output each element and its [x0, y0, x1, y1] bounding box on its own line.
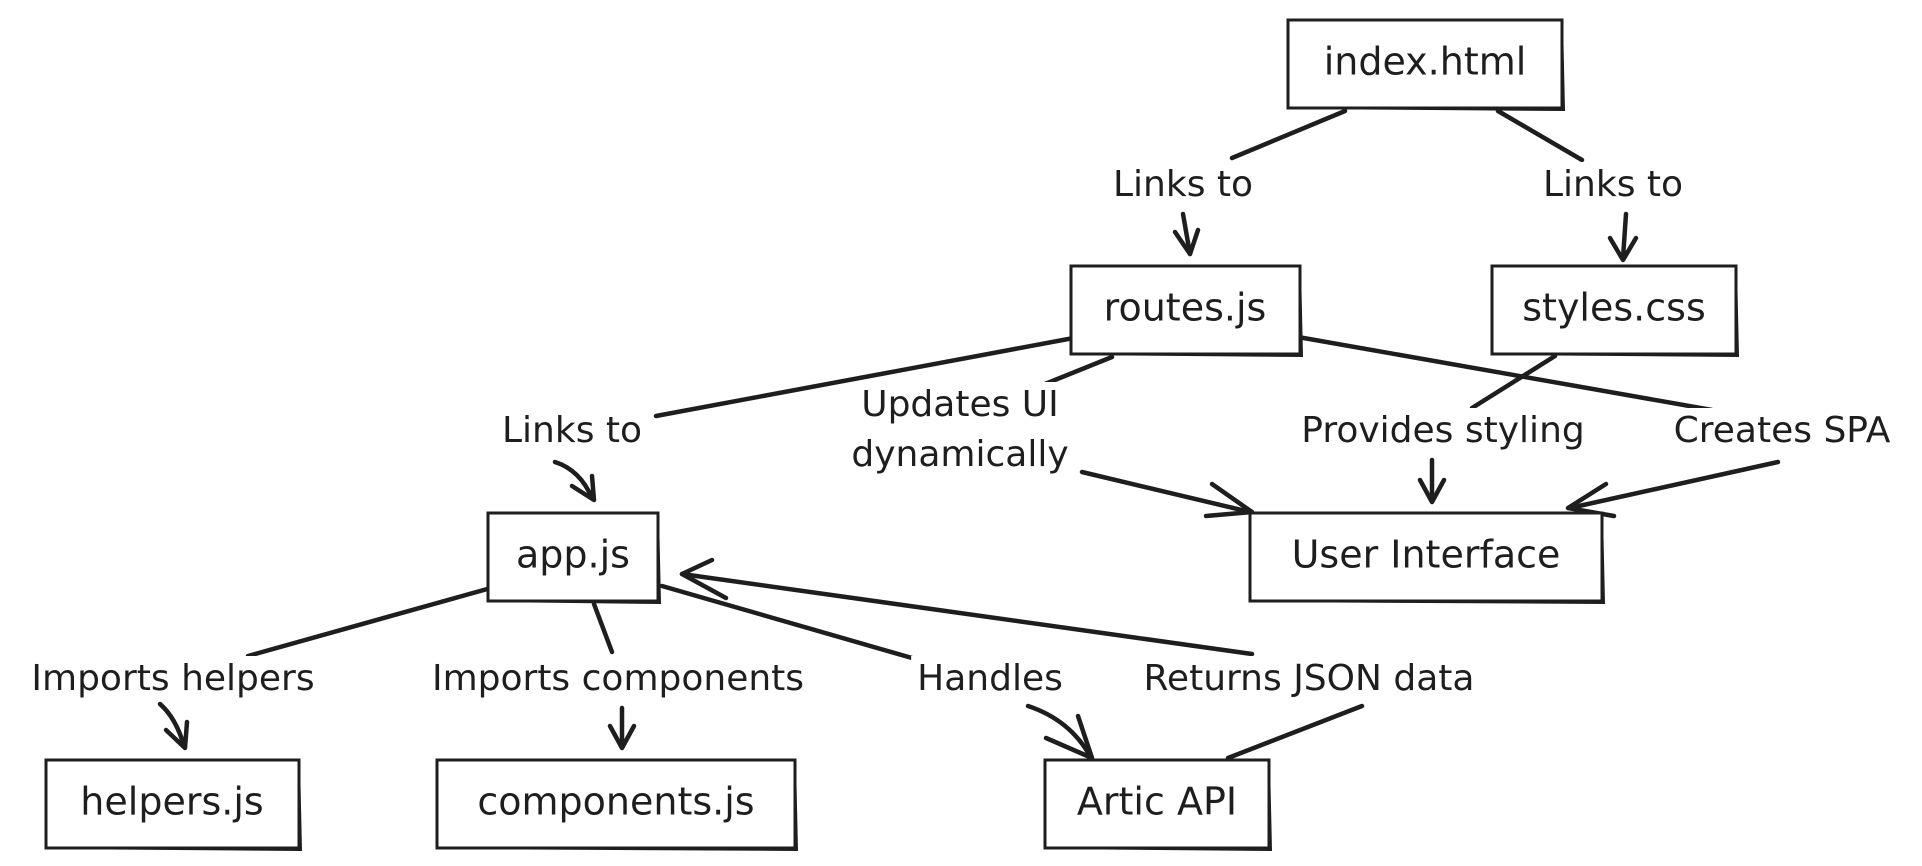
edge-label-background — [845, 432, 1075, 477]
node-components-js-label: components.js — [477, 780, 754, 824]
node-styles-css: styles.css — [1490, 264, 1740, 358]
edge-routes-updates-ui — [1042, 354, 1255, 519]
edge-label-background — [1295, 408, 1591, 453]
label-imports-components: Imports components — [432, 658, 804, 699]
edge-label-background — [1536, 162, 1690, 207]
node-helpers-js: helpers.js — [44, 758, 303, 852]
edge-label-background — [855, 382, 1065, 427]
node-user-interface-label: User Interface — [1292, 533, 1561, 577]
edge-routes-to-app — [552, 331, 1098, 503]
label-index-to-styles: Links to — [1543, 164, 1683, 205]
edge-styles-provides-styling — [1417, 353, 1558, 505]
edge-index-to-styles — [1495, 108, 1639, 263]
edge-label-background — [25, 656, 321, 701]
edge-label-background — [1667, 408, 1897, 453]
node-artic-api-label: Artic API — [1077, 780, 1237, 824]
node-helpers-js-label: helpers.js — [80, 780, 263, 824]
label-updates-ui-line1: Updates UI — [861, 384, 1059, 425]
node-app-js: app.js — [486, 511, 662, 605]
edge-label-background — [1106, 162, 1260, 207]
node-routes-js-label: routes.js — [1104, 286, 1267, 330]
label-routes-to-app: Links to — [502, 410, 642, 451]
edge-label-background — [911, 656, 1069, 701]
edge-app-handles-api — [659, 583, 1095, 761]
edge-app-to-components — [591, 601, 637, 751]
label-returns-json: Returns JSON data — [1144, 658, 1475, 699]
edge-label-background — [425, 656, 811, 701]
node-styles-css-label: styles.css — [1522, 286, 1706, 330]
node-user-interface: User Interface — [1248, 511, 1606, 605]
label-index-to-routes: Links to — [1113, 164, 1253, 205]
label-imports-helpers: Imports helpers — [31, 658, 314, 699]
edge-api-returns-json — [679, 557, 1365, 761]
label-provides-styling: Provides styling — [1301, 410, 1584, 451]
edge-label-background — [1137, 656, 1481, 701]
node-routes-js: routes.js — [1069, 264, 1304, 358]
edge-app-to-helpers — [157, 583, 501, 751]
label-creates-spa: Creates SPA — [1674, 410, 1891, 451]
label-updates-ui-line2: dynamically — [851, 434, 1068, 475]
node-app-js-label: app.js — [516, 533, 630, 577]
node-components-js: components.js — [435, 758, 799, 852]
node-artic-api: Artic API — [1043, 758, 1273, 852]
node-index-html: index.html — [1286, 18, 1566, 112]
label-handles: Handles — [917, 658, 1063, 699]
edge-label-background — [495, 408, 649, 453]
edge-index-to-routes — [1172, 108, 1348, 257]
node-index-html-label: index.html — [1324, 40, 1527, 84]
